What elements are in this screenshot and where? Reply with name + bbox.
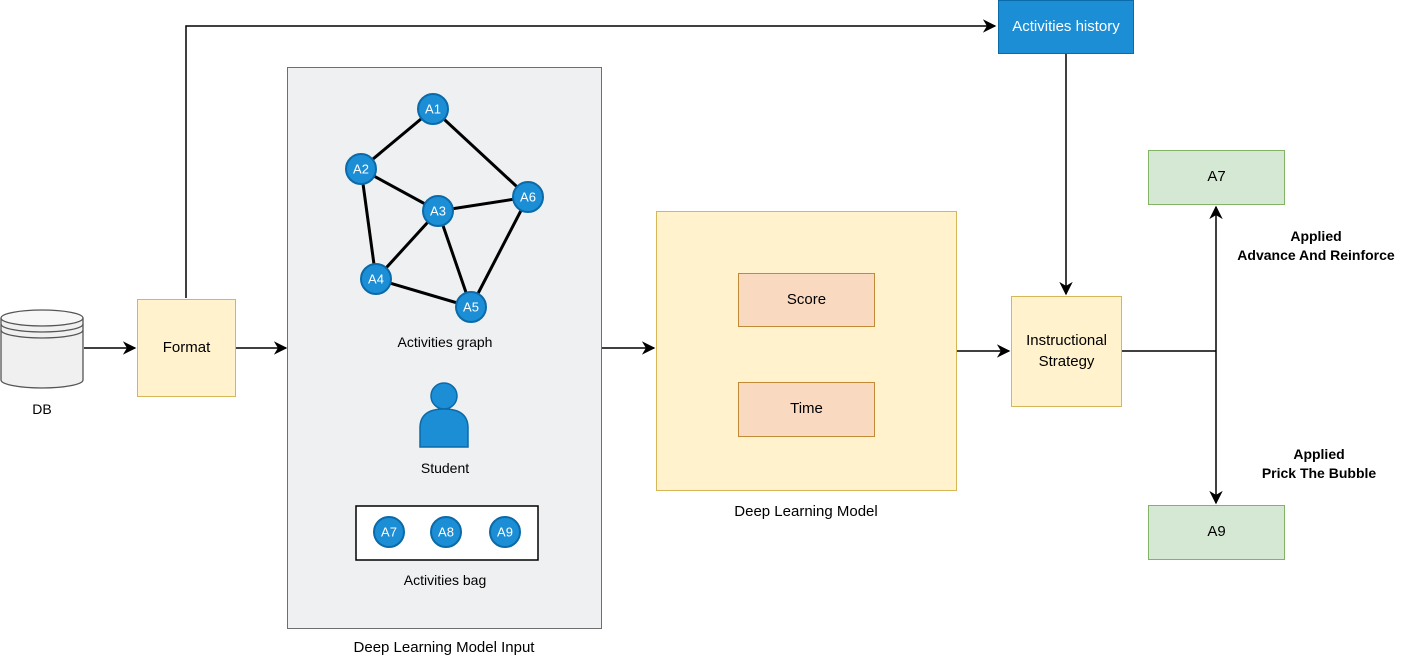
graph-edge-a5-a6	[469, 196, 530, 308]
applied-advance-label: Applied Advance And Reinforce	[1230, 227, 1402, 265]
activities-bag-label: Activities bag	[403, 572, 487, 588]
graph-node-a1: A1	[417, 93, 449, 125]
advance-and-reinforce-text: Advance And Reinforce	[1237, 247, 1395, 263]
student-icon	[419, 382, 469, 448]
graph-node-a1-label: A1	[425, 102, 441, 117]
format-box: Format	[137, 299, 236, 397]
deep-learning-model-caption: Deep Learning Model	[734, 503, 878, 520]
graph-node-a3-circle	[422, 195, 454, 227]
activities-graph-label: Activities graph	[397, 334, 493, 350]
instructional-strategy-box: Instructional Strategy	[1011, 296, 1122, 407]
time-box: Time	[738, 382, 875, 437]
bag-node-a7-circle	[373, 516, 405, 548]
graph-node-a2-label: A2	[353, 162, 369, 177]
strategy-line-1: Instructional	[1026, 332, 1107, 350]
db-label: DB	[32, 401, 52, 417]
graph-node-a6-circle	[512, 181, 544, 213]
bag-node-a7-label: A7	[381, 525, 397, 540]
graph-edge-a2-a4	[359, 168, 378, 280]
applied-top-word: Applied	[1290, 228, 1342, 244]
graph-node-a6: A6	[512, 181, 544, 213]
graph-node-a5: A5	[455, 291, 487, 323]
graph-node-a4: A4	[360, 263, 392, 295]
graph-edge-a4-a5	[375, 277, 472, 309]
score-box: Score	[738, 273, 875, 327]
graph-node-a2-circle	[345, 153, 377, 185]
output-a7-box: A7	[1148, 150, 1285, 205]
graph-node-a4-circle	[360, 263, 392, 295]
graph-node-a6-label: A6	[520, 190, 536, 205]
db-cylinder-icon	[0, 309, 84, 389]
output-a9-box: A9	[1148, 505, 1285, 560]
bag-node-a9-circle	[489, 516, 521, 548]
bag-node-a9: A9	[489, 516, 521, 548]
graph-node-a5-circle	[455, 291, 487, 323]
bag-node-a8-circle	[430, 516, 462, 548]
graph-node-a3-label: A3	[430, 204, 446, 219]
graph-node-a5-label: A5	[463, 300, 479, 315]
graph-edge-a1-a6	[431, 107, 530, 199]
graph-node-a1-circle	[417, 93, 449, 125]
applied-prick-label: Applied Prick The Bubble	[1240, 445, 1398, 483]
graph-node-a2: A2	[345, 153, 377, 185]
deep-learning-model-box	[656, 211, 957, 491]
prick-the-bubble-text: Prick The Bubble	[1261, 465, 1377, 481]
graph-node-a3: A3	[422, 195, 454, 227]
activities-history-box: Activities history	[998, 0, 1134, 54]
bag-node-a8-label: A8	[438, 525, 454, 540]
edge-format-history	[185, 19, 997, 298]
bag-node-a7: A7	[373, 516, 405, 548]
model-input-caption: Deep Learning Model Input	[353, 639, 535, 656]
bag-node-a8: A8	[430, 516, 462, 548]
applied-bottom-word: Applied	[1293, 446, 1345, 462]
strategy-line-2: Strategy	[1038, 352, 1095, 370]
bag-node-a9-label: A9	[497, 525, 513, 540]
graph-edge-a3-a5	[436, 210, 473, 308]
student-label: Student	[420, 460, 470, 476]
graph-node-a4-label: A4	[368, 272, 384, 287]
